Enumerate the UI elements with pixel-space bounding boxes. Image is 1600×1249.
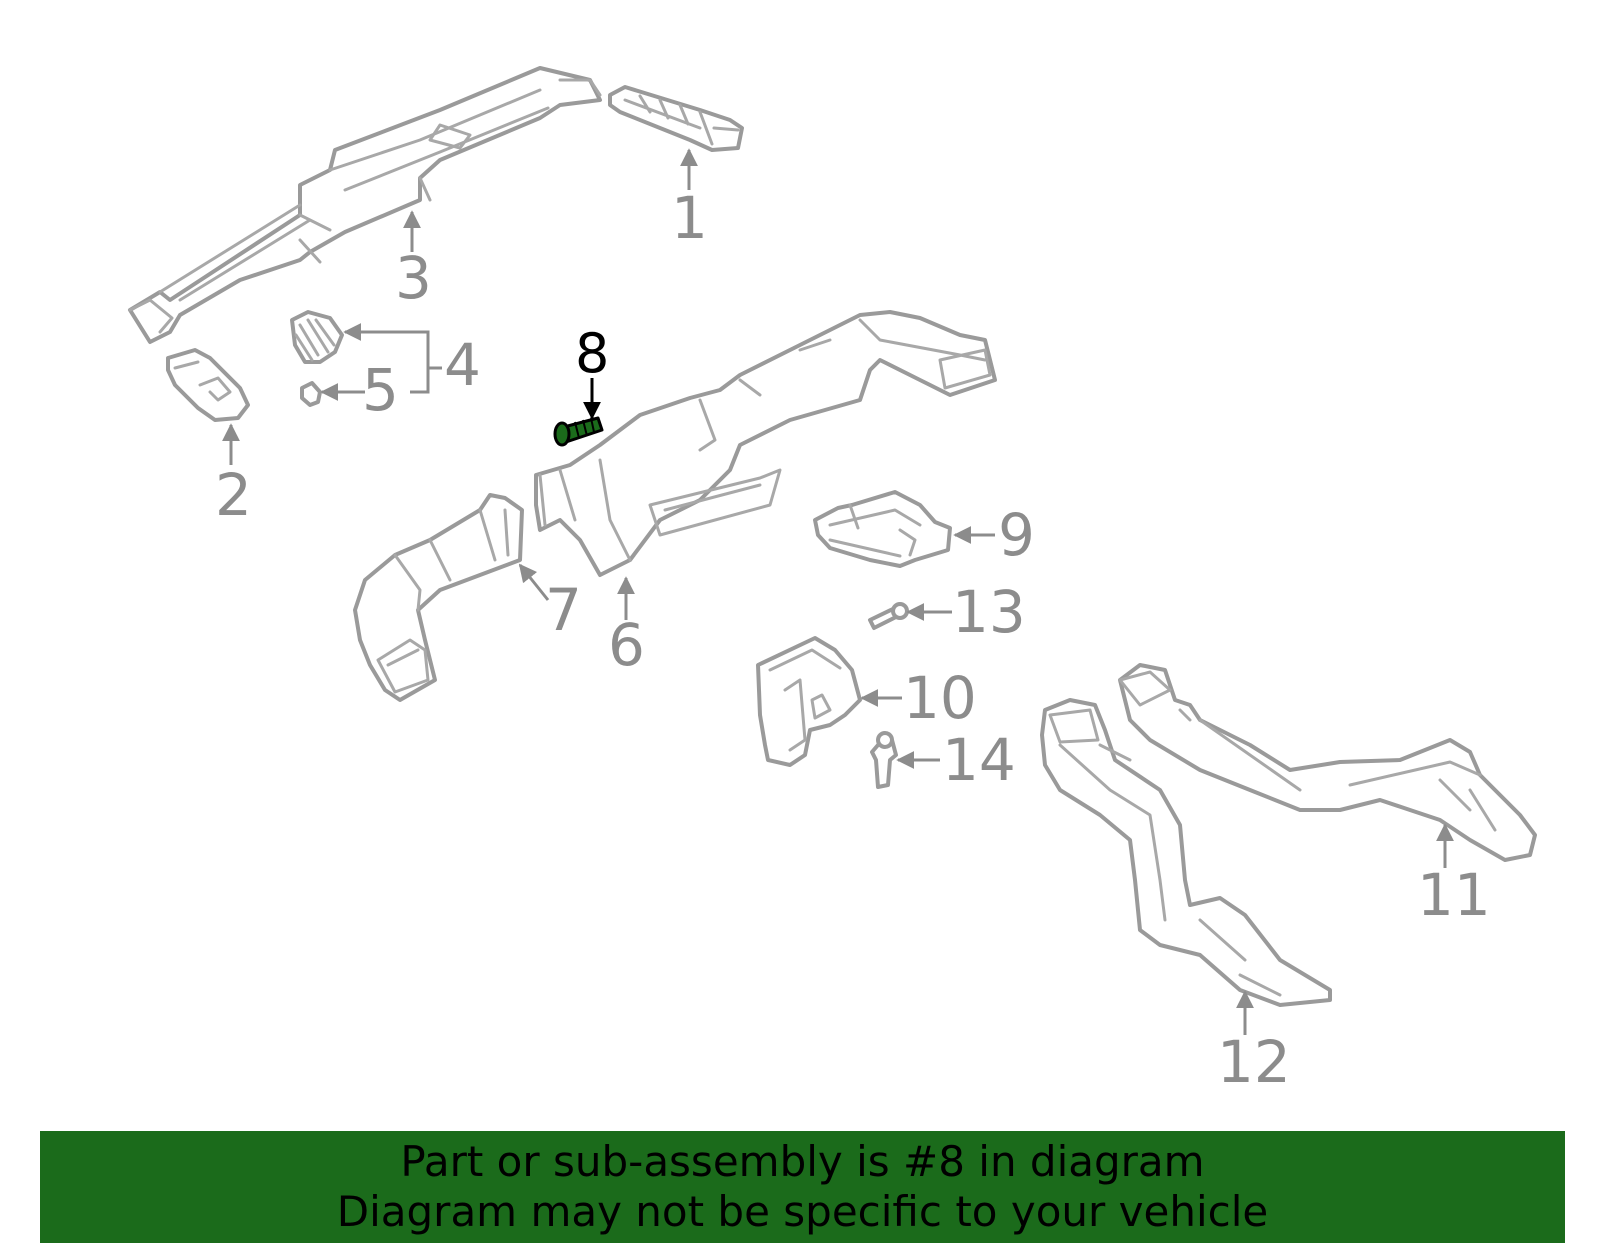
part-5-clip[interactable] xyxy=(300,381,322,407)
banner-line-disclaimer: Diagram may not be specific to your vehi… xyxy=(336,1187,1269,1236)
part-2-vent[interactable] xyxy=(166,348,250,422)
callout-6: 6 xyxy=(608,611,645,679)
part-14-pin[interactable] xyxy=(870,731,898,789)
part-6-center-duct[interactable] xyxy=(534,310,997,577)
part-9-actuator[interactable] xyxy=(813,490,952,568)
part-4-bezel[interactable] xyxy=(290,310,344,364)
leader-7 xyxy=(518,563,550,601)
callout-12: 12 xyxy=(1217,1028,1291,1096)
callout-10: 10 xyxy=(903,664,977,732)
callout-3: 3 xyxy=(395,244,432,312)
part-7-duct[interactable] xyxy=(353,493,524,702)
callout-8: 8 xyxy=(575,322,609,385)
part-13-screw[interactable] xyxy=(868,602,909,630)
part-3-upper-duct[interactable] xyxy=(128,66,602,344)
callout-1: 1 xyxy=(671,184,708,252)
part-8-screw[interactable] xyxy=(553,416,604,447)
banner-line-part: Part or sub-assembly is #8 in diagram xyxy=(400,1137,1205,1186)
parts-diagram: 1 2 3 4 5 6 7 8 9 10 11 12 13 14 xyxy=(128,66,1537,1096)
callout-7: 7 xyxy=(545,576,582,644)
part-1-vent[interactable] xyxy=(608,85,744,152)
callout-5: 5 xyxy=(362,356,399,424)
callout-2: 2 xyxy=(215,461,252,529)
leader-4-5 xyxy=(410,368,430,394)
part-10-bracket[interactable] xyxy=(756,636,862,767)
leader-4 xyxy=(343,323,442,370)
callout-9: 9 xyxy=(998,501,1035,569)
callout-14: 14 xyxy=(942,726,1016,794)
callout-4: 4 xyxy=(444,331,481,399)
part-11-floor-duct[interactable] xyxy=(1118,663,1537,862)
part-12-floor-duct[interactable] xyxy=(1040,698,1332,1007)
part-info-banner: Part or sub-assembly is #8 in diagram Di… xyxy=(40,1131,1565,1243)
callout-13: 13 xyxy=(952,578,1026,646)
callout-11: 11 xyxy=(1417,861,1491,929)
